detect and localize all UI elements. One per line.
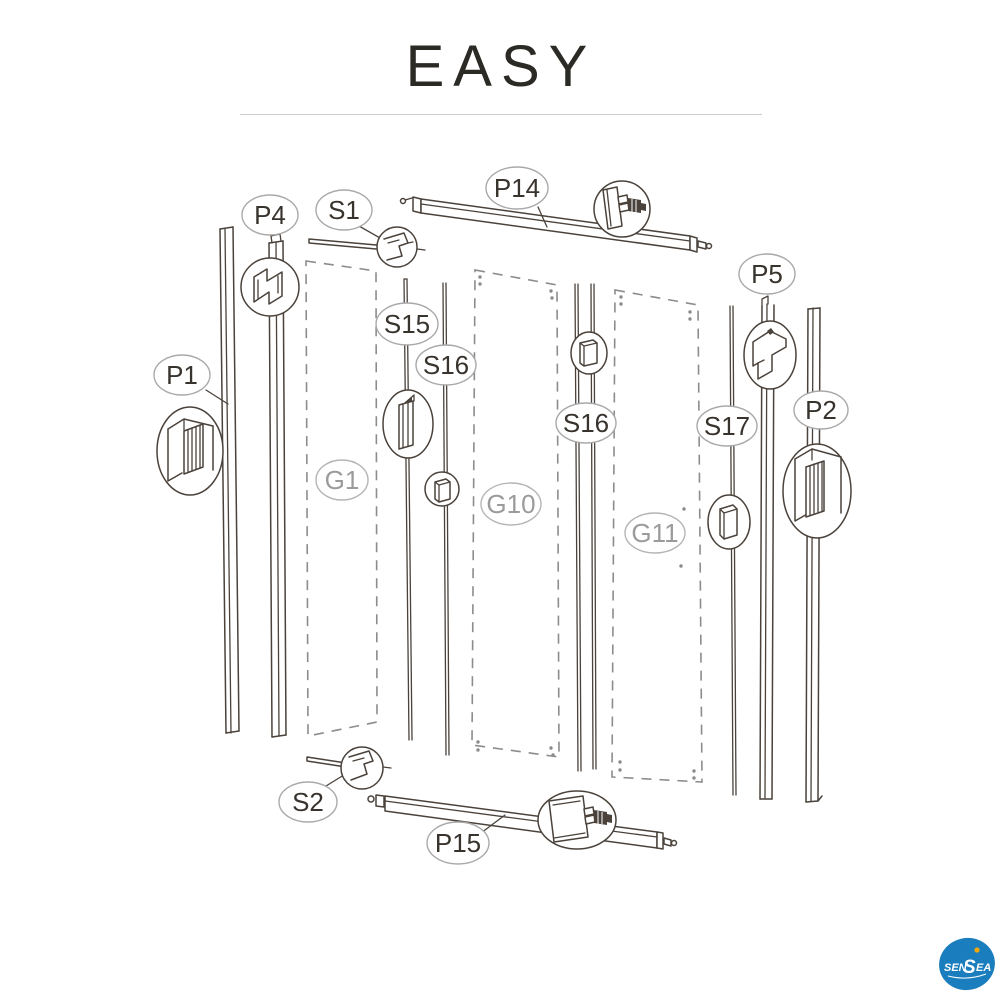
label-s16-left-text: S16	[423, 350, 469, 380]
label-s1-text: S1	[328, 195, 360, 225]
label-s2: S2	[278, 781, 338, 823]
label-p1: P1	[153, 354, 211, 396]
detail-circle-p1-profile	[156, 406, 224, 496]
label-p4-text: P4	[254, 200, 286, 230]
title-divider	[240, 114, 762, 115]
top-rail-p14	[399, 196, 713, 253]
label-g10-text: G10	[486, 489, 535, 519]
detail-circle-p5-hook	[743, 320, 797, 390]
detail-circle-p2-profile	[782, 443, 852, 539]
profile-p4	[268, 233, 287, 738]
label-p1-text: P1	[166, 360, 198, 390]
label-p4: P4	[241, 194, 299, 236]
detail-circle-s15-profile	[382, 389, 434, 459]
label-g1-text: G1	[325, 465, 360, 495]
label-p2: P2	[793, 390, 849, 430]
label-p5-text: P5	[751, 259, 783, 289]
detail-circle-s16-middle	[570, 331, 608, 375]
label-p5: P5	[738, 253, 796, 295]
label-s15: S15	[375, 302, 439, 346]
glass-panel-g10	[471, 269, 560, 758]
detail-circle-s2-bracket	[340, 746, 384, 790]
seal-rod-s15	[403, 278, 413, 741]
label-s17-text: S17	[704, 411, 750, 441]
seal-rod-s17	[729, 305, 737, 796]
page-title: EASY	[405, 34, 597, 99]
detail-circle-s1-bracket	[376, 226, 418, 268]
sensea-logo-text-mid: S	[963, 957, 976, 978]
label-s16-left: S16	[415, 344, 477, 386]
label-p14: P14	[485, 166, 549, 210]
sensea-logo-text-post: EA	[976, 962, 991, 974]
label-p14-text: P14	[494, 173, 540, 203]
label-p2-text: P2	[805, 395, 837, 425]
detail-circle-p15-roller	[537, 790, 617, 850]
sensea-logo-text-pre: SEN	[944, 962, 968, 974]
label-g11: G11	[624, 512, 686, 554]
label-s17: S17	[696, 405, 758, 447]
sensea-logo-swoosh	[947, 973, 987, 979]
label-g10: G10	[480, 482, 542, 526]
detail-circle-p4-profile	[240, 257, 300, 317]
label-g11-text: G11	[631, 518, 678, 548]
label-p15: P15	[426, 821, 490, 865]
label-s16-middle-text: S16	[563, 408, 609, 438]
detail-circle-s16-left	[424, 471, 460, 507]
profile-p1	[219, 226, 240, 734]
sensea-logo-dot	[974, 947, 980, 953]
detail-circle-s17-profile	[707, 494, 751, 550]
label-s1: S1	[315, 189, 373, 231]
label-s15-text: S15	[384, 309, 430, 339]
label-p15-text: P15	[435, 828, 481, 858]
bottom-rail-p15	[367, 794, 678, 850]
glass-panel-g11	[611, 289, 703, 783]
label-g1: G1	[315, 459, 369, 501]
profile-p2	[805, 307, 823, 803]
detail-circle-p14-roller	[593, 180, 651, 238]
sensea-logo: SEN S EA	[939, 937, 995, 991]
label-s16-middle: S16	[555, 402, 617, 444]
label-s2-text: S2	[292, 787, 324, 817]
